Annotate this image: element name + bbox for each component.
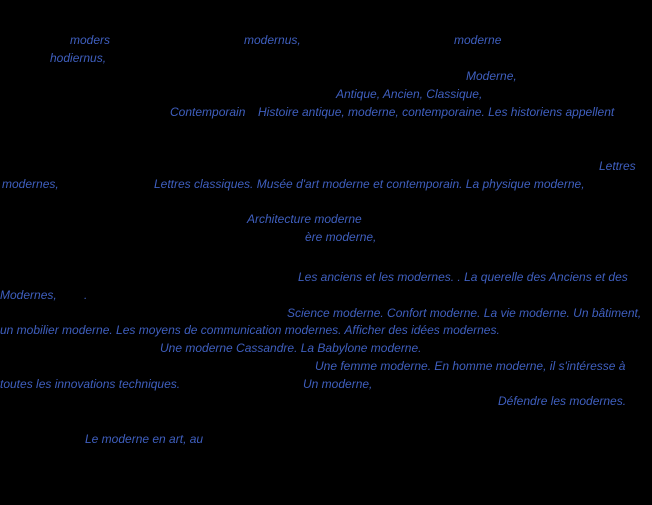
italic-text-fragment: modernes,	[2, 177, 59, 191]
italic-text-fragment: moders	[70, 33, 111, 47]
italic-text-fragment: hodiernus,	[50, 51, 107, 65]
italic-text-fragment: .	[84, 288, 88, 302]
italic-text-fragment: ère moderne,	[305, 230, 377, 244]
italic-text-fragment: toutes les innovations techniques.	[0, 377, 181, 391]
italic-text-fragment: Lettres	[599, 159, 636, 173]
italic-text-fragment: Science moderne. Confort moderne. La vie…	[287, 306, 642, 320]
italic-text-fragment: Contemporain	[170, 105, 246, 119]
italic-text-fragment: moderne	[454, 33, 502, 47]
italic-text-fragment: Antique, Ancien, Classique,	[336, 87, 483, 101]
italic-text-fragment: Défendre les modernes.	[498, 394, 627, 408]
italic-text-fragment: Modernes,	[0, 288, 57, 302]
italic-text-fragment: un mobilier moderne. Les moyens de commu…	[0, 323, 500, 337]
italic-text-fragment: Les anciens et les modernes. . La querel…	[298, 270, 628, 284]
italic-text-fragment: Un moderne,	[303, 377, 373, 391]
italic-text-fragment: Histoire antique, moderne, contemporaine…	[258, 105, 615, 119]
italic-text-fragment: Moderne,	[466, 69, 517, 83]
italic-text-fragment: Une femme moderne. En homme moderne, il …	[315, 359, 626, 373]
italic-text-fragment: Le moderne en art, au	[85, 432, 204, 446]
italic-text-fragment: Une moderne Cassandre. La Babylone moder…	[160, 341, 422, 355]
italic-text-fragment: modernus,	[244, 33, 301, 47]
italic-text-fragment: Architecture moderne	[247, 212, 362, 226]
italic-text-fragment: Lettres classiques. Musée d'art moderne …	[154, 177, 585, 191]
